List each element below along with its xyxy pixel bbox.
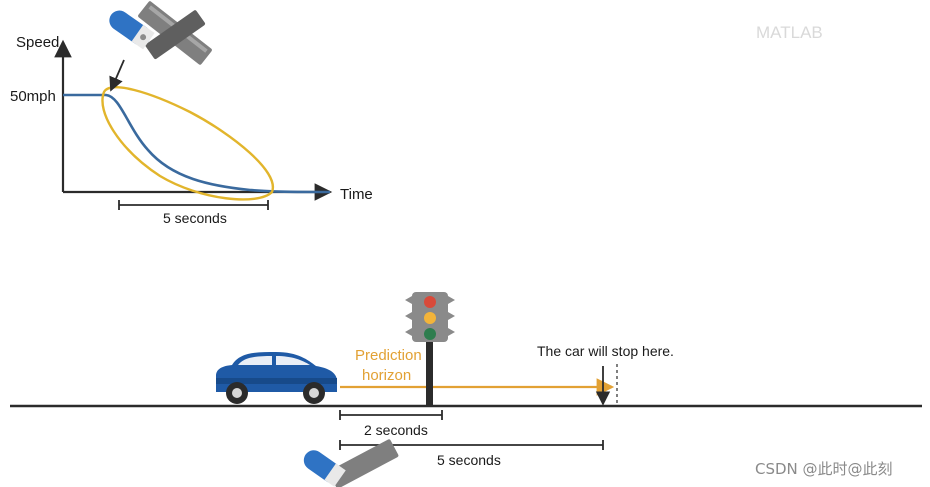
matlab-sim-icon-bottom <box>303 439 399 487</box>
short-interval-bracket <box>339 410 443 420</box>
speed-graph: Speed Time 50mph 5 seconds <box>10 34 373 226</box>
short-interval-label: 2 seconds <box>364 422 428 438</box>
long-interval-label: 5 seconds <box>437 452 501 468</box>
pointer-arrow <box>109 59 125 92</box>
speed-curve <box>63 93 331 194</box>
speed-tick-label: 50mph <box>10 88 56 105</box>
watermark-bottom-right: CSDN @此时@此刻 <box>755 460 893 478</box>
matlab-sim-icon <box>109 1 212 65</box>
y-axis-label: Speed <box>16 34 59 51</box>
x-axis-label: Time <box>340 186 373 203</box>
stop-note: The car will stop here. <box>537 343 674 359</box>
graph-interval-label: 5 seconds <box>163 210 227 226</box>
prediction-ellipse <box>101 86 275 201</box>
watermark-top-right: MATLAB <box>756 23 823 42</box>
graph-interval-bracket <box>118 200 269 210</box>
prediction-label-line1: Prediction <box>355 347 422 364</box>
prediction-label-line2: horizon <box>362 367 411 384</box>
traffic-light-icon <box>405 292 455 407</box>
stop-marker <box>595 364 618 406</box>
car-icon <box>216 352 337 404</box>
